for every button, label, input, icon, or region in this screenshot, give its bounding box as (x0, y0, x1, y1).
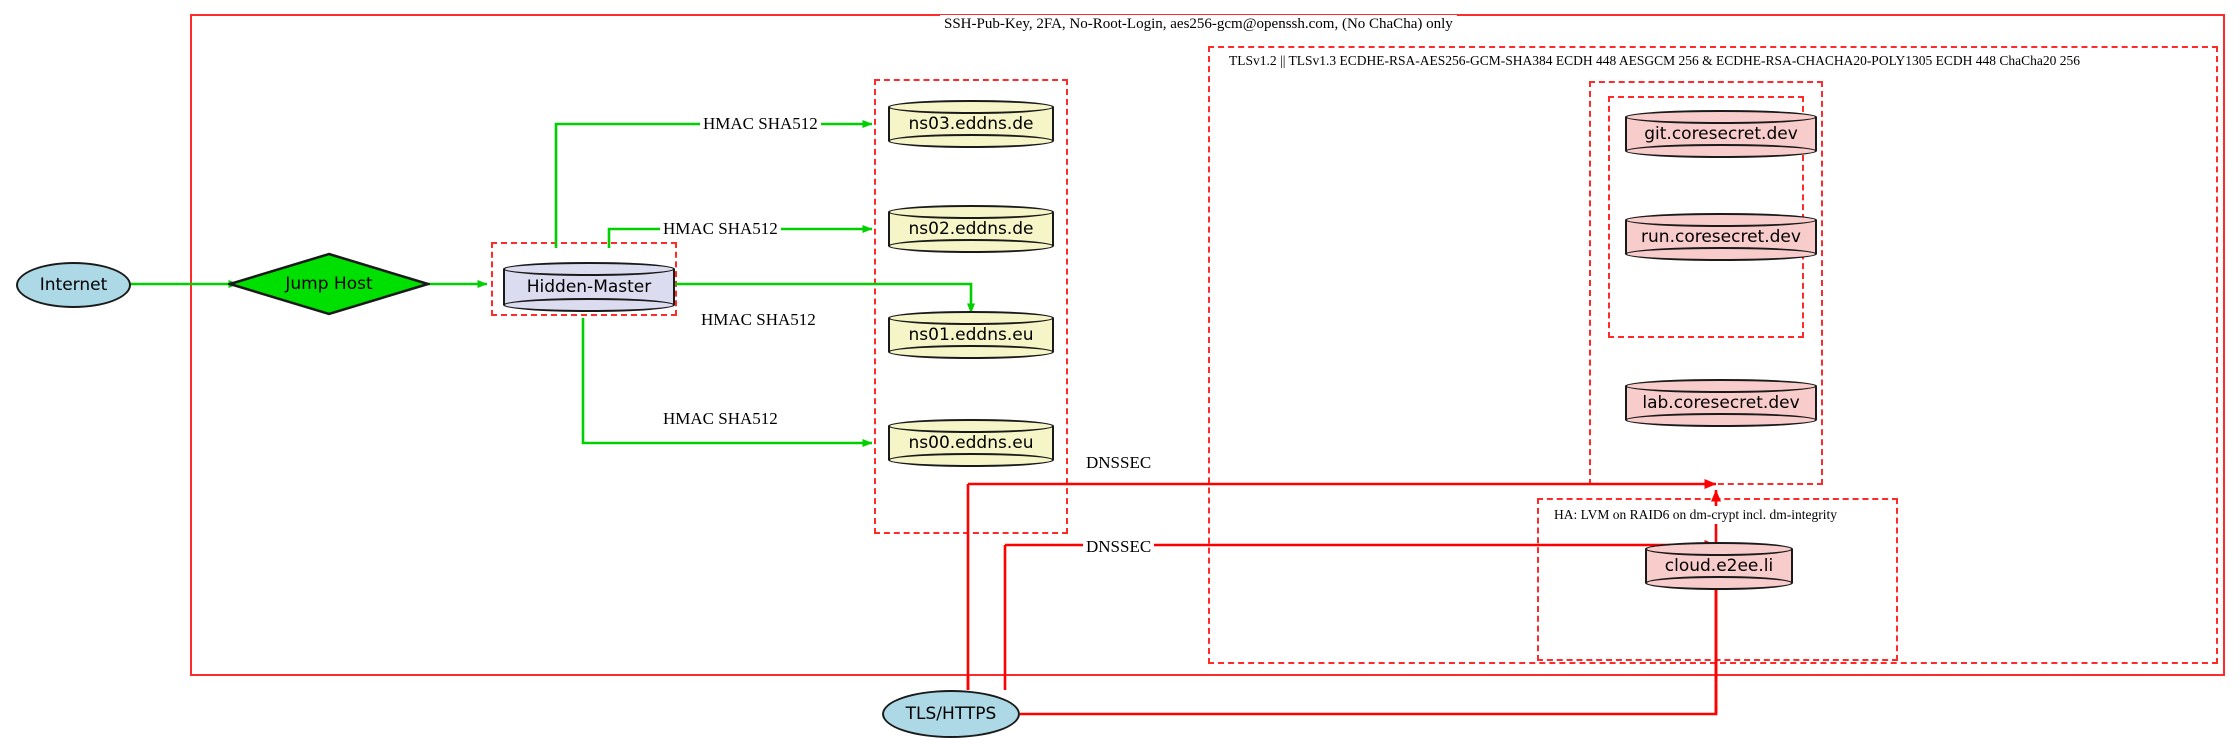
node-ns03[interactable]: ns03.eddns.de (888, 100, 1054, 148)
ns02-label: ns02.eddns.de (908, 219, 1034, 239)
cluster-label-ha: HA: LVM on RAID6 on dm-crypt incl. dm-in… (1550, 506, 1841, 524)
diamond-shape (225, 252, 433, 316)
node-ns01[interactable]: ns01.eddns.eu (888, 311, 1054, 359)
cluster-label-ssh: SSH-Pub-Key, 2FA, No-Root-Login, aes256-… (940, 15, 1457, 33)
cyl-top (1625, 379, 1817, 393)
node-tls-https[interactable]: TLS/HTTPS (882, 690, 1020, 738)
cyl-bottom (888, 345, 1054, 359)
cyl-top (503, 262, 675, 276)
node-ns02[interactable]: ns02.eddns.de (888, 205, 1054, 253)
cloud-label: cloud.e2ee.li (1664, 556, 1774, 576)
cyl-top (888, 419, 1054, 433)
cyl-bottom (1645, 576, 1793, 590)
cyl-top (888, 100, 1054, 114)
edge-label-hmac-ns03: HMAC SHA512 (700, 114, 821, 134)
cluster-label-tls: TLSv1.2 || TLSv1.3 ECDHE-RSA-AES256-GCM-… (1225, 52, 2084, 70)
node-internet[interactable]: Internet (16, 262, 131, 308)
cyl-top (1625, 110, 1817, 124)
cyl-bottom (503, 298, 675, 312)
lab-label: lab.coresecret.dev (1642, 393, 1800, 413)
cyl-bottom (888, 239, 1054, 253)
edge-hm-ns02 (607, 225, 873, 248)
ns03-label: ns03.eddns.de (908, 114, 1034, 134)
node-git-coresecret[interactable]: git.coresecret.dev (1625, 110, 1817, 158)
jump-host-label: Jump Host (285, 274, 373, 294)
ns00-label: ns00.eddns.eu (908, 433, 1034, 453)
cyl-bottom (1625, 247, 1817, 261)
node-hidden-master[interactable]: Hidden-Master (503, 262, 675, 312)
hidden-master-label: Hidden-Master (526, 277, 652, 297)
cyl-bottom (1625, 144, 1817, 158)
node-cloud-e2ee[interactable]: cloud.e2ee.li (1645, 542, 1793, 590)
git-label: git.coresecret.dev (1644, 124, 1798, 144)
node-jump-host[interactable]: Jump Host (225, 252, 433, 316)
cluster-hidden-master (491, 242, 677, 316)
cyl-bottom (888, 134, 1054, 148)
edge-label-dnssec-lower: DNSSEC (1083, 537, 1155, 557)
cluster-dns-group (874, 79, 1068, 534)
cyl-top (1645, 542, 1793, 556)
node-ns00[interactable]: ns00.eddns.eu (888, 419, 1054, 467)
cyl-top (1625, 213, 1817, 227)
cyl-bottom (1625, 413, 1817, 427)
edge-hm-ns01 (673, 282, 975, 314)
cluster-tls (1208, 46, 2218, 664)
cyl-top (888, 311, 1054, 325)
cyl-top (888, 205, 1054, 219)
ns01-label: ns01.eddns.eu (908, 325, 1034, 345)
node-run-coresecret[interactable]: run.coresecret.dev (1625, 213, 1817, 261)
edge-label-dnssec-upper: DNSSEC (1083, 453, 1155, 473)
edge-label-hmac-ns00: HMAC SHA512 (660, 409, 781, 429)
edge-hm-ns00 (581, 318, 873, 447)
edge-label-hmac-ns01: HMAC SHA512 (698, 310, 819, 330)
run-label: run.coresecret.dev (1641, 227, 1801, 247)
node-lab-coresecret[interactable]: lab.coresecret.dev (1625, 379, 1817, 427)
cyl-bottom (888, 453, 1054, 467)
edge-label-hmac-ns02: HMAC SHA512 (660, 219, 781, 239)
